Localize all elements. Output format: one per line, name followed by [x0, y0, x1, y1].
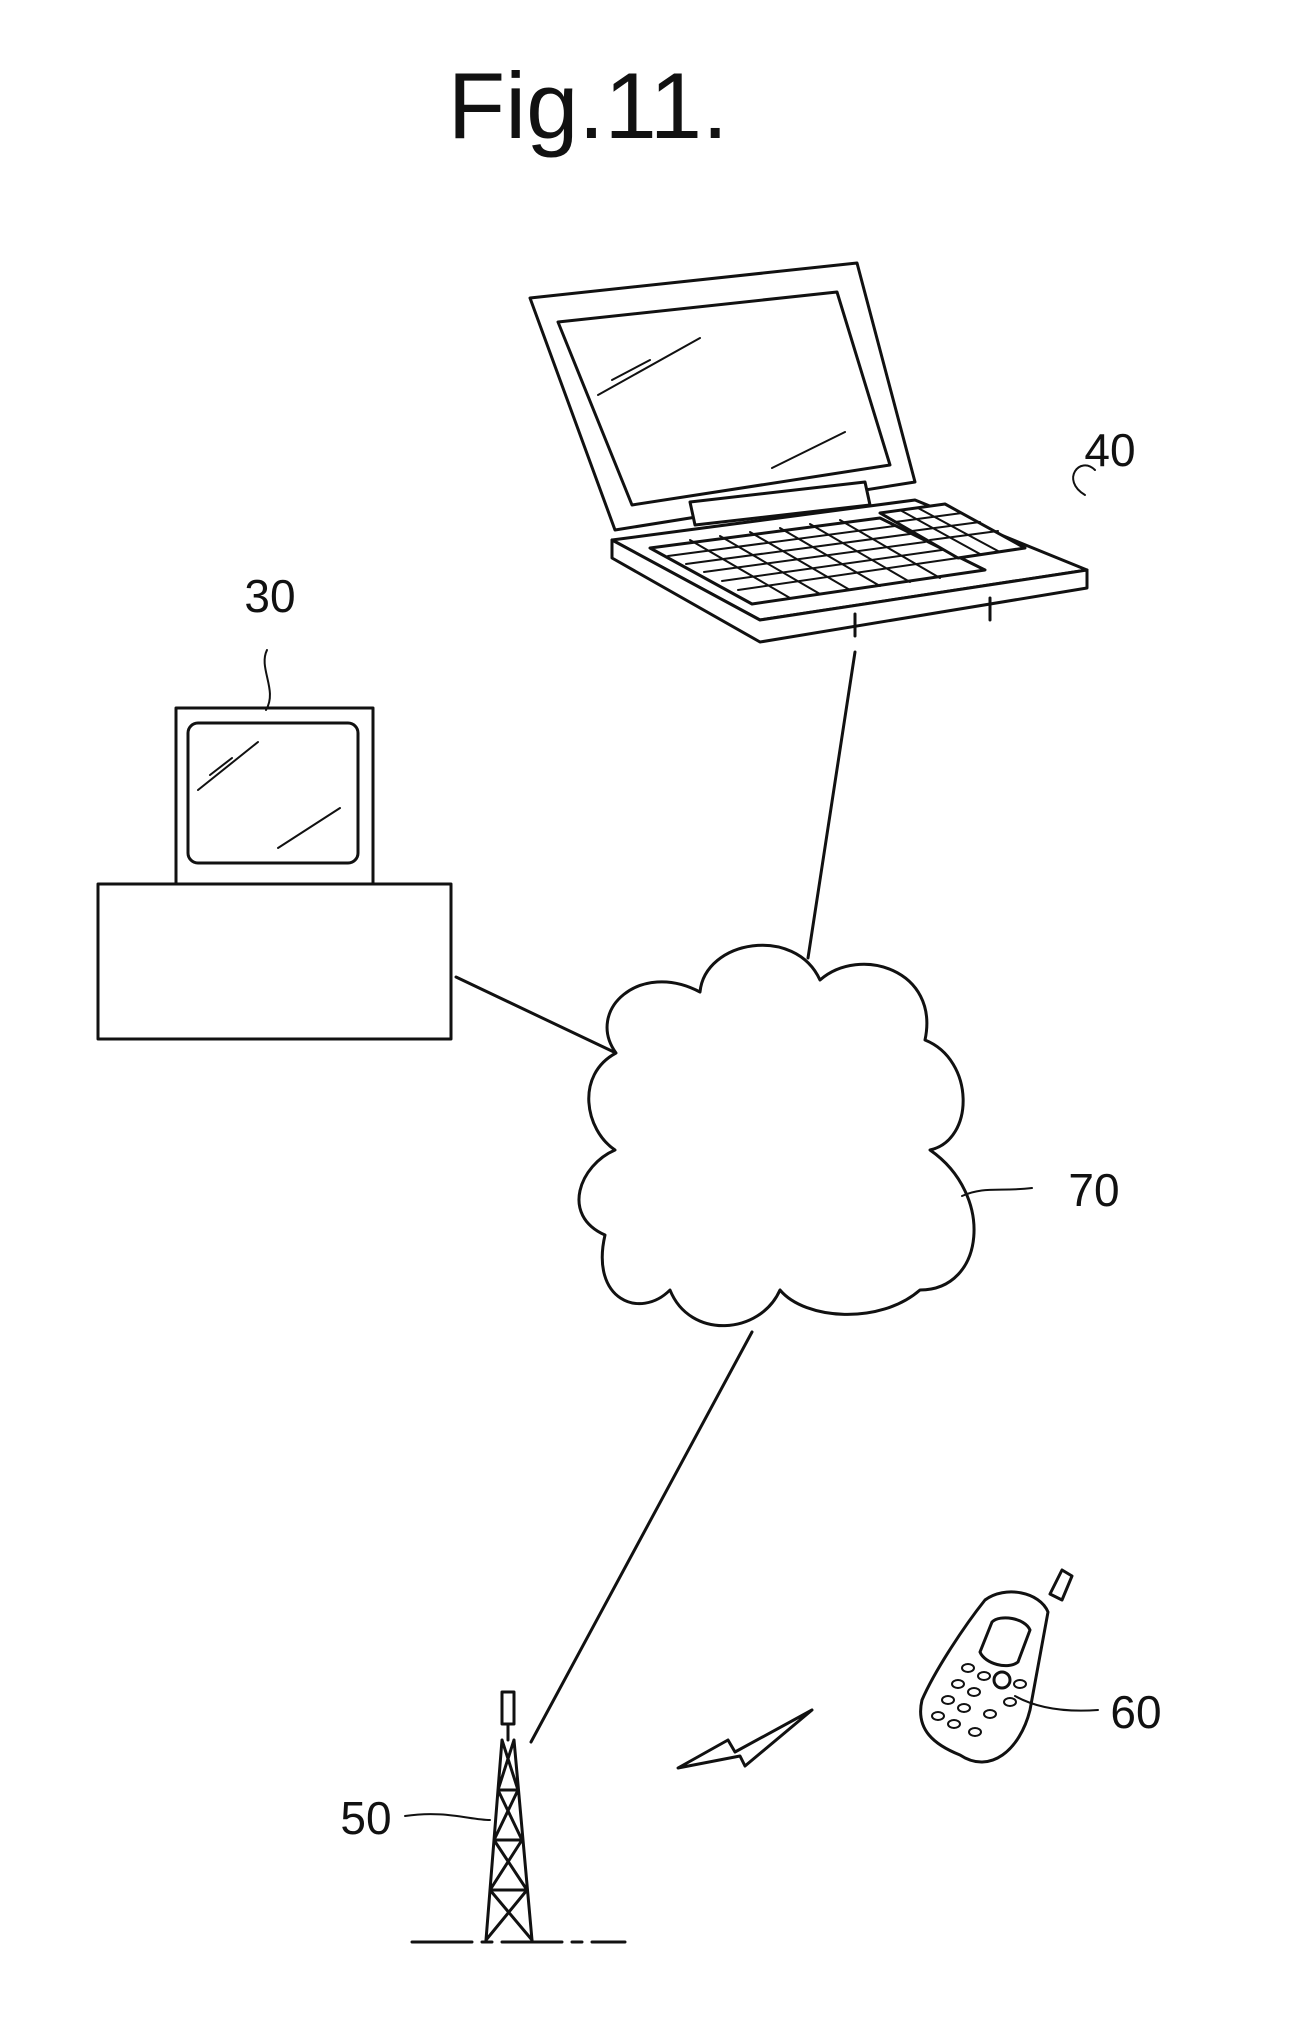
radio-tower	[412, 1692, 625, 1942]
phone-body	[921, 1592, 1048, 1762]
link-laptop-network	[808, 652, 855, 958]
ref-label-40: 40	[1084, 424, 1135, 476]
mobile-phone	[921, 1570, 1072, 1762]
ref-label-30: 30	[244, 570, 295, 622]
phone-antenna	[1050, 1570, 1072, 1600]
desktop-base-unit	[98, 884, 451, 1039]
leader-70	[962, 1188, 1032, 1196]
ref-label-70: 70	[1068, 1164, 1119, 1216]
ref-label-50: 50	[340, 1792, 391, 1844]
laptop-computer	[530, 263, 1087, 642]
ref-label-60: 60	[1110, 1686, 1161, 1738]
tower-lattice	[486, 1740, 532, 1940]
desktop-computer	[98, 708, 451, 1039]
desktop-screen	[188, 723, 358, 863]
phone-nav-button	[994, 1672, 1010, 1688]
figure-title: Fig.11.	[448, 53, 728, 158]
tower-antenna	[502, 1692, 514, 1724]
link-network-tower	[531, 1332, 752, 1742]
leader-50	[405, 1814, 490, 1820]
leader-30	[265, 650, 270, 710]
link-desktop-network	[456, 977, 616, 1053]
network-cloud	[579, 945, 974, 1325]
wireless-signal-bolt	[678, 1710, 812, 1768]
